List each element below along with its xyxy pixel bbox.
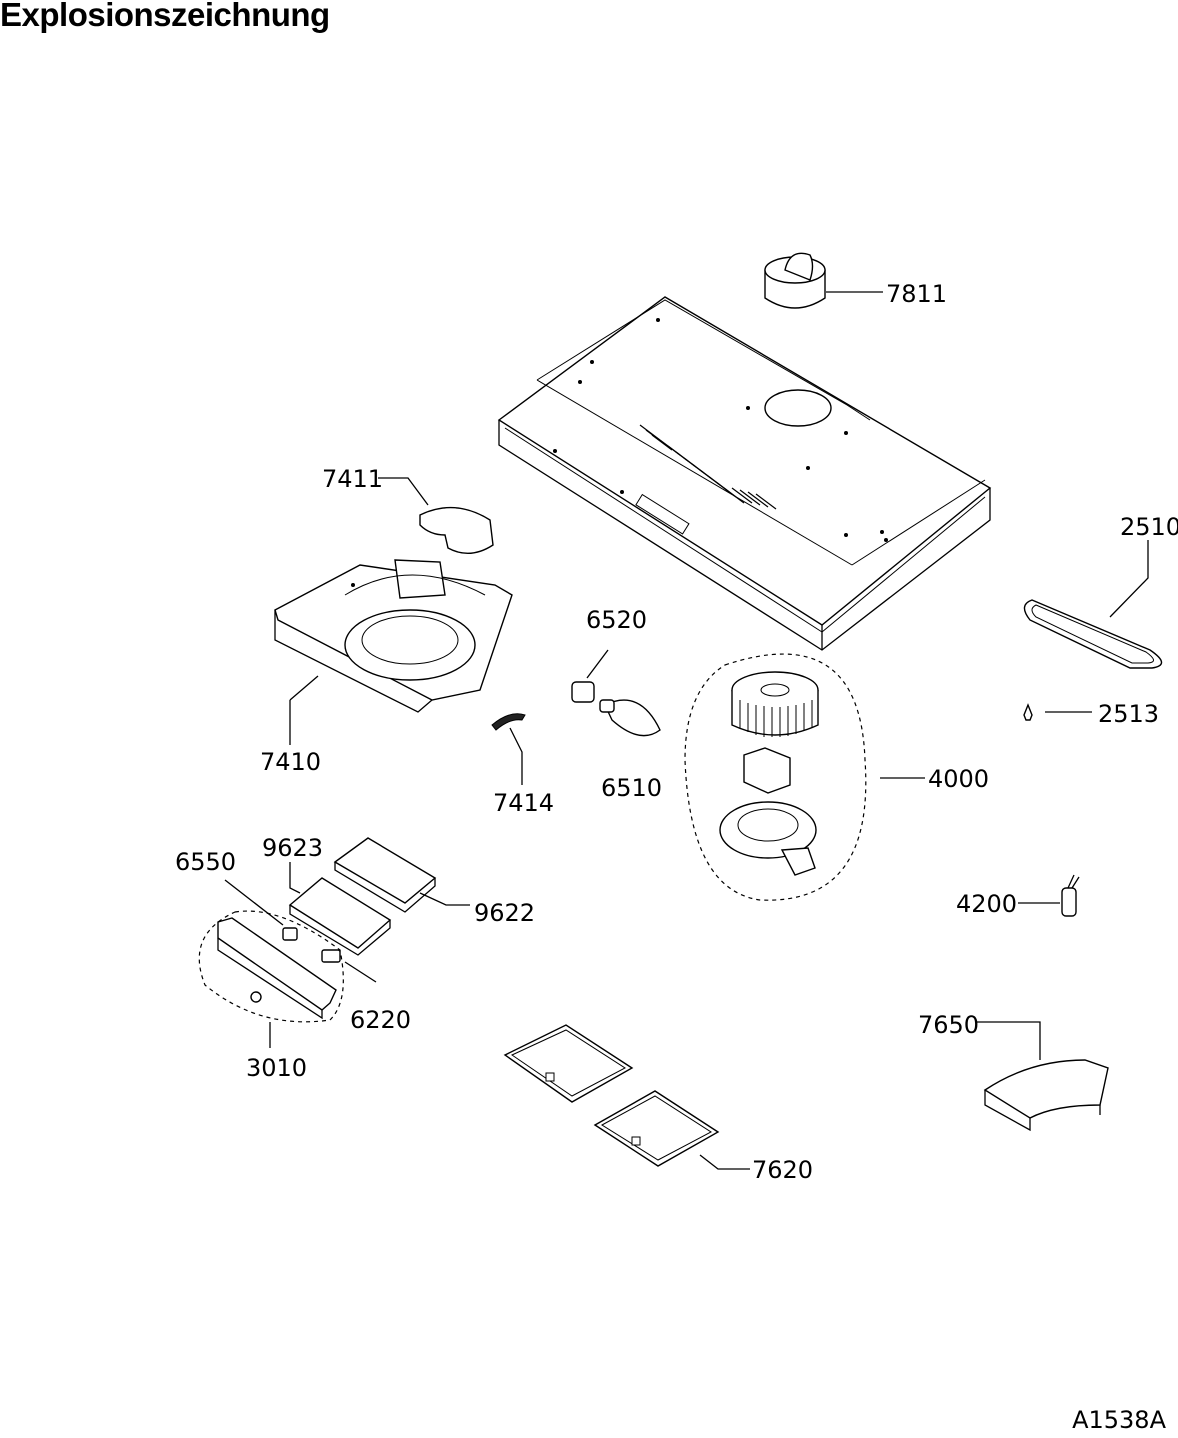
part-6220-switch bbox=[321, 949, 377, 983]
part-6520-lamp-holder bbox=[571, 649, 609, 703]
part-7414-clip bbox=[491, 713, 526, 785]
part-4000-motor-assembly bbox=[684, 653, 925, 901]
label-7650: 7650 bbox=[918, 1011, 979, 1039]
label-7410: 7410 bbox=[260, 748, 321, 776]
label-3010: 3010 bbox=[246, 1054, 307, 1082]
part-6510-bulb bbox=[599, 699, 661, 737]
label-7811: 7811 bbox=[886, 280, 947, 308]
hood-body bbox=[497, 296, 992, 651]
part-9623-pcb-housing bbox=[288, 862, 392, 956]
label-2513: 2513 bbox=[1098, 700, 1159, 728]
part-2510-gasket bbox=[1023, 540, 1163, 669]
part-3010-control-panel bbox=[198, 910, 344, 1048]
part-7620-filters bbox=[503, 1024, 750, 1170]
label-4000: 4000 bbox=[928, 765, 989, 793]
part-7650-adapter bbox=[976, 1021, 1109, 1132]
label-6550: 6550 bbox=[175, 848, 236, 876]
label-7414: 7414 bbox=[493, 789, 554, 817]
part-7411-shield bbox=[378, 477, 494, 554]
label-7411: 7411 bbox=[322, 465, 383, 493]
label-6220: 6220 bbox=[350, 1006, 411, 1034]
label-4200: 4200 bbox=[956, 890, 1017, 918]
part-7410-blower-housing bbox=[274, 559, 513, 745]
page-title: Explosionszeichnung bbox=[0, 0, 330, 33]
part-6550-switch bbox=[224, 879, 298, 941]
label-2510: 2510 bbox=[1120, 513, 1178, 541]
label-7620: 7620 bbox=[752, 1156, 813, 1184]
callout-labels: 7811 7411 2510 6520 2513 7410 4000 7414 … bbox=[175, 280, 1178, 1184]
part-9622-cover bbox=[333, 837, 470, 913]
document-reference: A1538A bbox=[1072, 1406, 1166, 1434]
label-9623: 9623 bbox=[262, 834, 323, 862]
label-6510: 6510 bbox=[601, 774, 662, 802]
part-4200-capacitor bbox=[1018, 874, 1080, 917]
part-7811-damper bbox=[764, 252, 883, 309]
label-6520: 6520 bbox=[586, 606, 647, 634]
part-2513-screw bbox=[1023, 703, 1092, 721]
label-9622: 9622 bbox=[474, 899, 535, 927]
